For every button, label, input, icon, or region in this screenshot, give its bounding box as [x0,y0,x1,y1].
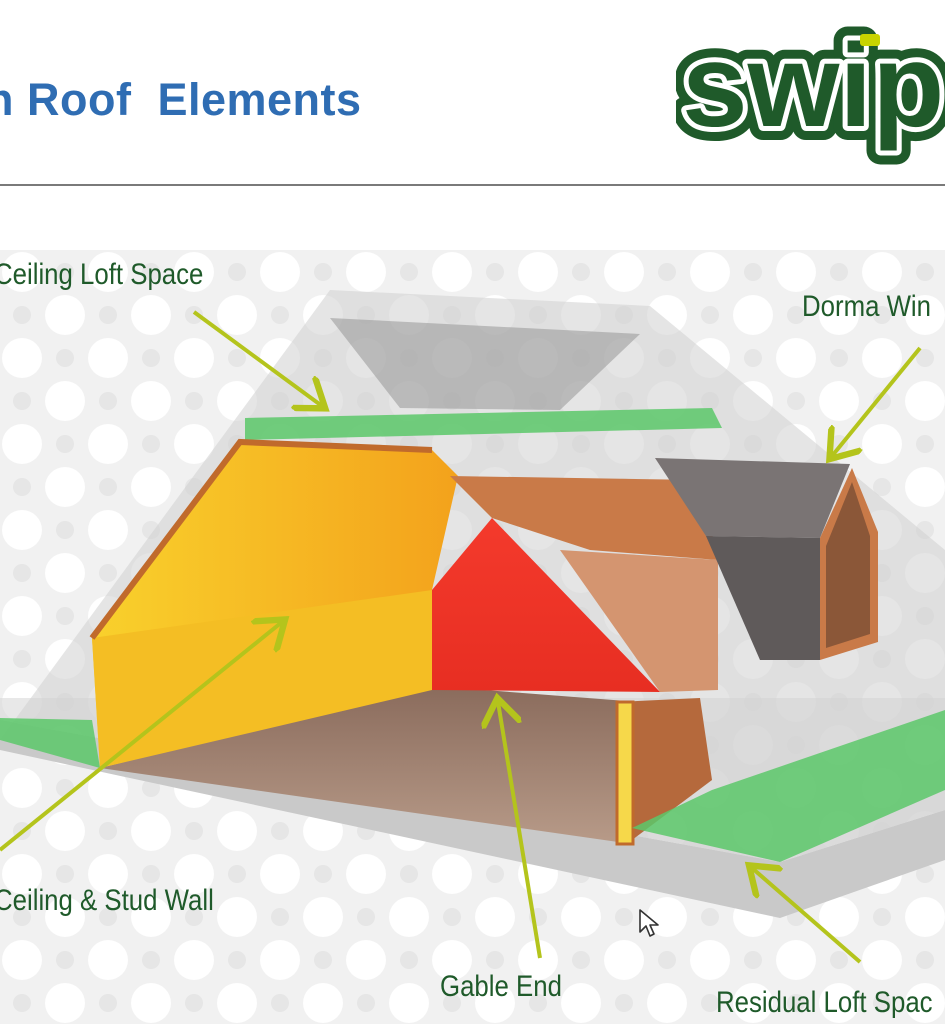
logo-text-inner: swip [682,20,944,152]
label-ceiling-stud-wall: Ceiling & Stud Wall [0,884,214,917]
timber-side-panel [618,698,712,840]
roof-elements-diagram [0,250,945,1024]
ceiling-loft-insulation [245,408,722,440]
dorma-front-inner [826,482,870,648]
arrow-residual-loft-space [752,868,862,964]
logo-text: swip [682,20,944,152]
gable-end-wall [432,518,660,692]
label-gable-end: Gable End [440,970,562,1003]
arrow-gable-end [498,702,542,959]
timber-ceiling [450,476,718,560]
logo-dot-accent [860,34,880,46]
label-residual-loft-space: Residual Loft Spac [716,986,933,1019]
arrow-ceiling-loft-space [192,310,322,406]
header-divider [0,184,945,186]
ceiling-void [330,318,640,410]
residual-loft-insulation-right [632,710,945,862]
slide-title: n Roof Elements [0,74,362,125]
label-dorma-window: Dorma Win [802,290,932,323]
dorma-roof [655,458,850,538]
arrow-ceiling-stud-wall [0,622,282,852]
stud-post [615,700,635,846]
stud-wall-vertical [92,590,432,768]
stud-wall-edge [89,438,433,640]
timber-wall-right [560,550,718,692]
swip-logo: swip swip swip [676,14,945,166]
arrow-dorma-window [832,346,922,456]
label-ceiling-loft-space: Ceiling Loft Space [0,258,204,291]
logo-text-fill: swip [682,20,944,152]
residual-loft-insulation-left [0,718,100,768]
dorma-cheek [706,536,820,660]
mouse-pointer-icon [639,909,659,937]
